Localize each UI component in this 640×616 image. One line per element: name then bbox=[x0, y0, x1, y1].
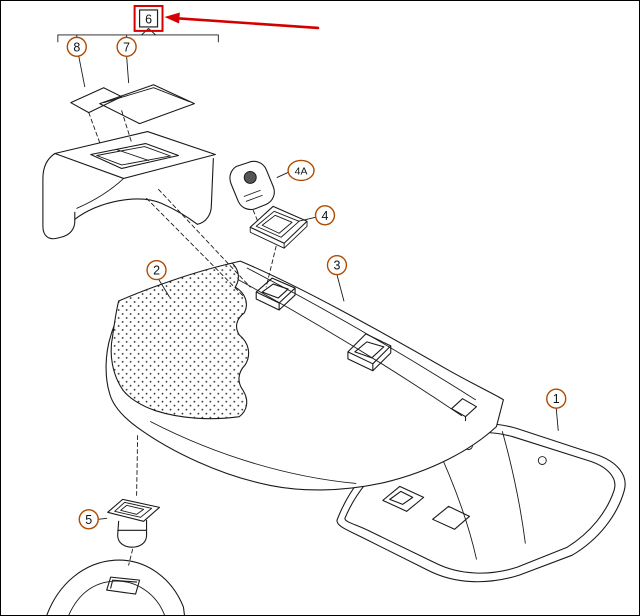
callout-2-label: 2 bbox=[153, 264, 160, 278]
lid-panel-7 bbox=[99, 84, 195, 125]
console-assembly bbox=[42, 131, 216, 240]
highlight-arrow-head bbox=[164, 12, 180, 24]
callout-7-circle[interactable] bbox=[116, 36, 137, 58]
callout-5-label: 5 bbox=[85, 513, 92, 527]
callout-4a-ellipse[interactable] bbox=[287, 159, 315, 182]
console-opening-inner bbox=[96, 146, 171, 166]
callout-8[interactable]: 8 bbox=[66, 36, 87, 58]
cover-seam-1 bbox=[246, 267, 476, 401]
bracket-line bbox=[57, 27, 219, 43]
frame-cross-tube-2 bbox=[501, 431, 526, 544]
callout-3-circle[interactable] bbox=[326, 254, 348, 276]
leader-7 bbox=[126, 55, 130, 84]
panel-7-outline bbox=[99, 84, 195, 125]
connector-clip-sketch bbox=[128, 548, 134, 566]
trim-bezel-part-4 bbox=[249, 205, 308, 249]
callout-6-box[interactable] bbox=[138, 9, 159, 28]
callout-4-circle[interactable] bbox=[314, 205, 336, 226]
callout-7[interactable]: 7 bbox=[116, 36, 137, 58]
leader-2 bbox=[158, 278, 170, 298]
callout-4[interactable]: 4 bbox=[314, 205, 336, 226]
callout-4-label: 4 bbox=[322, 209, 329, 223]
callout-7-label: 7 bbox=[123, 40, 130, 54]
callout-3-label: 3 bbox=[333, 259, 340, 273]
callout-1-label: 1 bbox=[553, 392, 560, 406]
connector-panel8-console bbox=[88, 112, 101, 143]
leader-3 bbox=[336, 274, 345, 302]
foam-pad bbox=[110, 262, 250, 420]
connector-cushion-clip bbox=[136, 435, 139, 497]
callout-5[interactable]: 5 bbox=[78, 509, 99, 530]
callout-leaders bbox=[78, 55, 559, 520]
leader-4a bbox=[276, 171, 289, 178]
connector-4a-bezel bbox=[252, 209, 259, 223]
highlight-rect bbox=[133, 4, 164, 32]
connector-console-cushion-b bbox=[158, 188, 251, 288]
top-bracket bbox=[57, 27, 219, 43]
bezel-depth bbox=[249, 220, 308, 249]
frame-latch-plate-1 bbox=[382, 485, 425, 512]
console-opening-outer bbox=[90, 142, 180, 170]
sketch-clip-seat bbox=[106, 576, 141, 595]
connector-bezel-cushion bbox=[265, 245, 277, 288]
sketch-inner-arc bbox=[68, 580, 165, 615]
callout-4a-label: 4A bbox=[295, 166, 308, 177]
leader-4 bbox=[297, 216, 316, 222]
highlight-arrow-shaft bbox=[176, 17, 320, 30]
bracket-outline bbox=[229, 160, 275, 211]
clip-top-outer bbox=[107, 498, 161, 522]
bezel-outer bbox=[249, 205, 308, 244]
leader-1 bbox=[555, 407, 559, 432]
console-front-crease bbox=[76, 177, 125, 209]
callout-3[interactable]: 3 bbox=[326, 254, 348, 276]
bracket-part-4a bbox=[229, 160, 275, 211]
callout-2-circle[interactable] bbox=[146, 259, 167, 281]
callout-6[interactable]: 6 bbox=[138, 9, 159, 28]
frame-latch-plate-2 bbox=[432, 505, 471, 530]
callout-4a[interactable]: 4A bbox=[287, 159, 315, 182]
bracket-grommet bbox=[243, 170, 257, 184]
console-rim bbox=[54, 131, 216, 179]
buckle-bezel-2 bbox=[347, 333, 392, 372]
leader-8 bbox=[78, 55, 86, 88]
connector-console-cushion-a bbox=[146, 197, 244, 297]
connector-panel7-console bbox=[121, 110, 133, 143]
console-left-side bbox=[42, 152, 76, 240]
sketch-outer-arc bbox=[46, 559, 185, 615]
context-sketch bbox=[46, 559, 185, 615]
bezel-hole bbox=[261, 214, 293, 234]
callout-6-label: 6 bbox=[145, 12, 152, 26]
console-right-side bbox=[196, 157, 214, 225]
callout-2[interactable]: 2 bbox=[146, 259, 167, 281]
frame-hook-2 bbox=[537, 456, 547, 465]
highlight-annotation bbox=[133, 4, 320, 32]
clip-top-inner bbox=[114, 501, 152, 518]
cover-front-crease bbox=[150, 421, 357, 484]
callout-8-label: 8 bbox=[73, 40, 80, 54]
clip-body bbox=[117, 519, 148, 548]
buckle-bezel-1 bbox=[255, 277, 296, 311]
callout-8-circle[interactable] bbox=[66, 36, 87, 58]
leader-5 bbox=[97, 517, 108, 520]
bracket-slots bbox=[243, 189, 263, 202]
callout-1-circle[interactable] bbox=[546, 388, 567, 409]
callout-5-circle[interactable] bbox=[78, 509, 99, 530]
assembly-connectors bbox=[88, 110, 277, 566]
console-arch bbox=[74, 198, 198, 225]
foam-outline bbox=[110, 262, 250, 420]
callout-1[interactable]: 1 bbox=[546, 388, 567, 409]
cover-notch bbox=[451, 398, 478, 422]
cover-seam-2 bbox=[236, 278, 462, 417]
panel-8-outline bbox=[70, 87, 123, 114]
clip-part-5 bbox=[107, 498, 161, 548]
lid-panel-8 bbox=[70, 87, 123, 114]
